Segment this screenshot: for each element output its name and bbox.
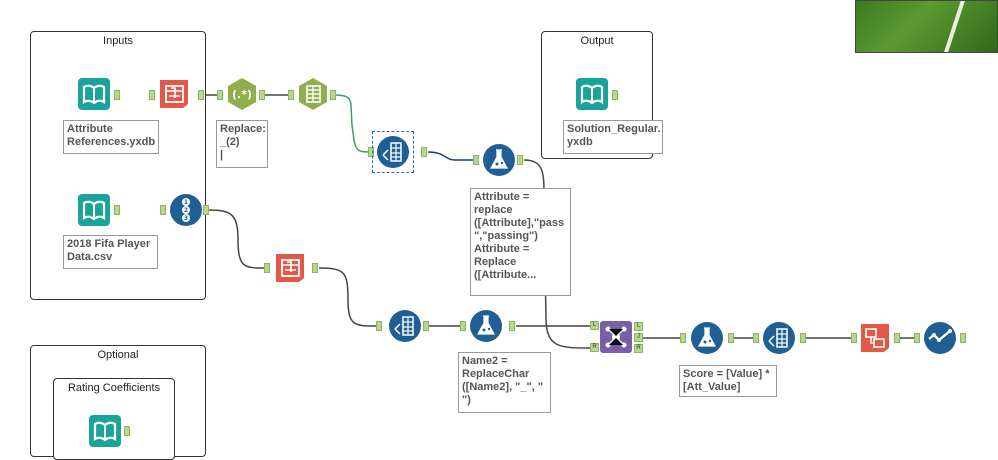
input-tool-fifa-data[interactable]	[77, 193, 111, 227]
record-id-icon: 123	[170, 194, 202, 226]
output-anchor[interactable]	[259, 90, 265, 100]
output-anchor[interactable]	[330, 90, 336, 100]
browse-tool[interactable]	[923, 321, 957, 355]
output-anchor[interactable]	[198, 90, 204, 100]
output-anchor[interactable]	[421, 147, 427, 157]
text-to-columns-icon	[299, 78, 327, 110]
select-icon	[160, 80, 188, 108]
input-anchor[interactable]	[914, 333, 920, 343]
svg-text:3: 3	[184, 215, 188, 222]
summarize-icon	[861, 324, 889, 352]
input-anchor[interactable]	[473, 155, 479, 165]
input-anchor[interactable]	[217, 90, 223, 100]
input-anchor[interactable]	[160, 205, 166, 215]
transpose-icon	[763, 322, 795, 354]
book-icon	[89, 415, 121, 447]
input-anchor[interactable]	[368, 147, 374, 157]
annotation-output-file: Solution_Regular. yxdb	[563, 120, 663, 154]
output-anchor[interactable]	[509, 321, 515, 331]
check-icon	[924, 322, 956, 354]
output-anchor[interactable]	[114, 90, 120, 100]
join-left-input[interactable]: L	[590, 321, 599, 330]
summarize-tool[interactable]	[858, 321, 892, 355]
transpose-tool-2[interactable]	[388, 309, 422, 343]
output-anchor[interactable]	[124, 426, 130, 436]
container-title: Inputs	[103, 35, 133, 47]
join-right-input[interactable]: R	[590, 343, 599, 352]
svg-text:1: 1	[184, 199, 188, 206]
annotation-attribute-input: Attribute References.yxdb	[63, 120, 159, 154]
output-tool-solution[interactable]	[575, 77, 609, 111]
input-anchor[interactable]	[264, 263, 270, 273]
formula-tool-name2[interactable]	[469, 309, 503, 343]
join-icon	[600, 321, 632, 353]
output-anchor[interactable]	[423, 321, 429, 331]
formula-tool-score[interactable]	[690, 321, 724, 355]
output-anchor[interactable]	[114, 205, 120, 215]
input-anchor[interactable]	[149, 90, 155, 100]
transpose-icon	[377, 136, 409, 168]
annotation-fifa-input: 2018 Fifa Player Data.csv	[63, 235, 158, 269]
input-anchor[interactable]	[851, 333, 857, 343]
transpose-icon	[389, 310, 421, 342]
field-photo-thumbnail	[855, 0, 998, 53]
svg-text:2: 2	[184, 207, 188, 214]
input-anchor[interactable]	[460, 321, 466, 331]
join-left-output[interactable]: L	[634, 322, 643, 331]
input-anchor[interactable]	[288, 90, 294, 100]
output-anchor[interactable]	[728, 333, 734, 343]
flask-icon	[483, 144, 515, 176]
formula-tool-attribute[interactable]	[482, 143, 516, 177]
output-anchor[interactable]	[612, 90, 618, 100]
select-icon	[276, 254, 304, 282]
regex-icon: (.*)	[228, 78, 256, 110]
book-icon	[78, 78, 110, 110]
flask-icon	[470, 310, 502, 342]
select-tool[interactable]	[157, 77, 191, 111]
input-tool-attribute-references[interactable]	[77, 77, 111, 111]
annotation-formula-score: Score = [Value] * [Att_Value]	[679, 365, 777, 397]
output-anchor[interactable]	[312, 263, 318, 273]
output-anchor[interactable]	[203, 205, 209, 215]
container-title: Optional	[97, 349, 139, 361]
transpose-tool[interactable]	[372, 131, 414, 173]
input-anchor[interactable]	[680, 333, 686, 343]
svg-text:(.*): (.*)	[232, 88, 252, 101]
output-anchor[interactable]	[517, 155, 523, 165]
annotation-formula-name2: Name2 = ReplaceChar ([Name2], "_", " ")	[458, 352, 551, 413]
join-tool[interactable]	[599, 320, 633, 354]
output-anchor[interactable]	[800, 333, 806, 343]
output-anchor[interactable]	[960, 333, 966, 343]
annotation-regex: Replace: _(2) |	[216, 120, 268, 168]
flask-icon	[691, 322, 723, 354]
book-icon	[78, 194, 110, 226]
container-title: Rating Coefficients	[67, 382, 161, 394]
join-join-output[interactable]: J	[634, 333, 643, 342]
input-tool-rating-coefficients[interactable]	[88, 414, 122, 448]
input-anchor[interactable]	[753, 333, 759, 343]
container-title: Output	[580, 35, 614, 47]
join-right-output[interactable]: R	[634, 344, 643, 353]
regex-tool[interactable]: (.*)	[225, 77, 259, 111]
input-anchor[interactable]	[376, 321, 382, 331]
annotation-formula-attribute: Attribute = replace ([Attribute],"pass "…	[470, 188, 571, 296]
text-to-columns-tool[interactable]	[296, 77, 330, 111]
transpose-tool-3[interactable]	[762, 321, 796, 355]
select-tool-2[interactable]	[273, 251, 307, 285]
output-anchor[interactable]	[894, 333, 900, 343]
book-icon	[576, 78, 608, 110]
